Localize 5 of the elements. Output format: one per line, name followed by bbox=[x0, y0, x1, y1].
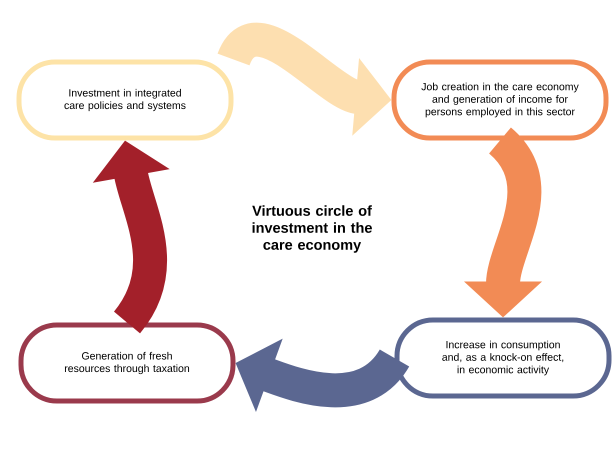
pill-box: Increase in consumption and, as a knock-on effect, in economic activity bbox=[394, 318, 612, 398]
pill-box: Generation of fresh resources through taxation bbox=[18, 322, 236, 404]
pill-box: Job creation in the care economy and generation of income for persons employed in this sector bbox=[392, 60, 608, 140]
diagram-title: Virtuous circle of investment in the care economy bbox=[252, 205, 372, 253]
pill-box: Investment in integrated care policies and systems bbox=[16, 60, 234, 140]
